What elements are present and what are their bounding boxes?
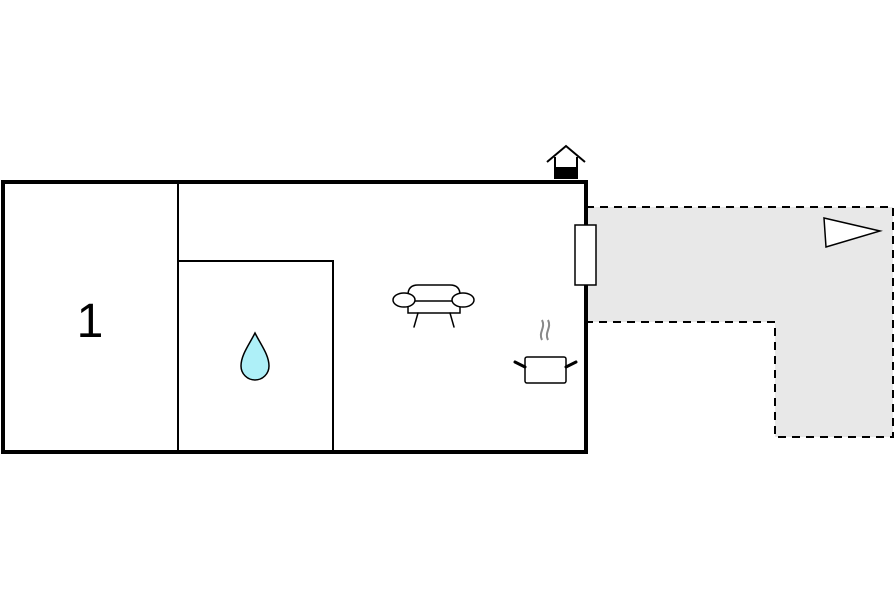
entrance-house-icon bbox=[546, 144, 586, 179]
sofa-icon bbox=[392, 284, 475, 328]
flag-pennant-icon bbox=[823, 217, 883, 248]
cooking-pot-icon bbox=[513, 319, 578, 384]
water-drop-icon bbox=[240, 331, 270, 381]
house-walls bbox=[1, 180, 588, 454]
window-icon bbox=[574, 224, 597, 286]
outer-wall bbox=[1, 180, 588, 454]
room-label: 1 bbox=[77, 295, 104, 348]
wall-bathroom bbox=[178, 260, 334, 452]
room-bedroom: 1 bbox=[77, 295, 104, 348]
